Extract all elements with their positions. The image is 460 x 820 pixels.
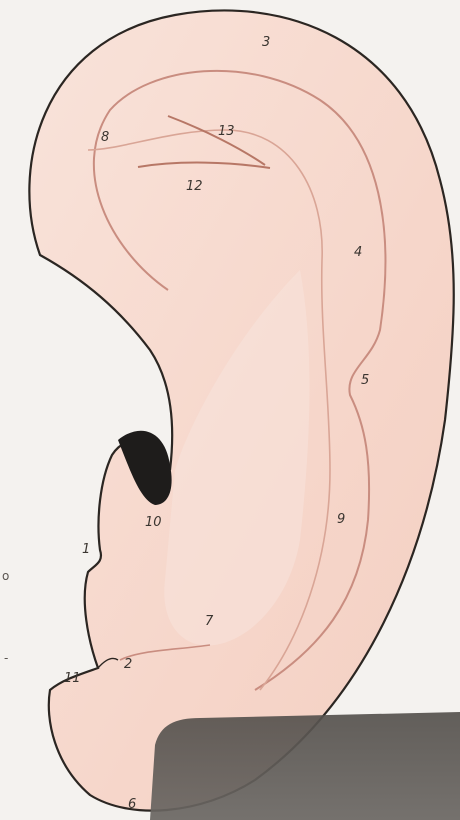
label-9: 9	[337, 512, 345, 527]
label-12: 12	[186, 179, 203, 194]
label-6: 6	[128, 797, 136, 812]
label-7: 7	[205, 614, 214, 629]
margin-mark-o: o	[2, 569, 9, 583]
label-2: 2	[124, 657, 132, 672]
label-10: 10	[145, 515, 162, 530]
margin-mark-dash: -	[4, 651, 8, 665]
label-4: 4	[354, 245, 362, 260]
label-8: 8	[101, 130, 109, 145]
label-5: 5	[361, 373, 369, 388]
label-11: 11	[64, 671, 81, 686]
label-1: 1	[82, 542, 90, 557]
shadow-region	[150, 712, 460, 820]
label-3: 3	[262, 35, 270, 50]
label-13: 13	[218, 124, 235, 139]
